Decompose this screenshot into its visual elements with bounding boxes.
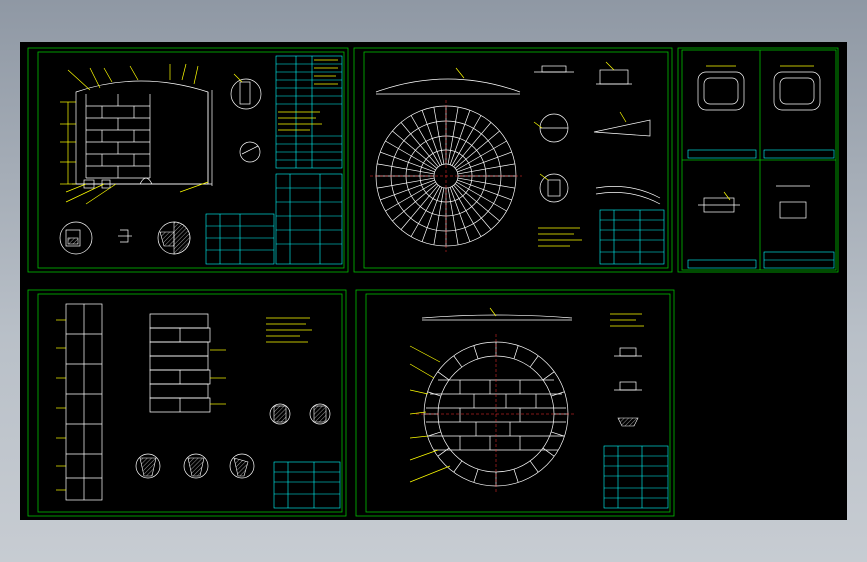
roof-spoke [449, 187, 471, 242]
annular-plate-joint [427, 391, 441, 397]
roof-spoke [410, 186, 441, 237]
cad-model-space[interactable] [20, 42, 847, 520]
roof-spoke [385, 181, 436, 212]
roof-spoke [377, 163, 435, 175]
annular-plate-joint [513, 345, 519, 359]
annular-plate-joint [551, 431, 565, 437]
roof-spoke [453, 184, 492, 230]
roof-spoke [421, 110, 443, 165]
roof-spoke [392, 183, 438, 222]
roof-spoke [447, 107, 459, 165]
roof-spoke [454, 183, 500, 222]
annular-plate-joint [551, 391, 565, 397]
roof-spoke [400, 122, 439, 168]
annular-plate-joint [453, 355, 463, 368]
roof-spoke [449, 110, 471, 165]
roof-spoke [451, 186, 482, 237]
annular-plate-joint [427, 431, 441, 437]
bottom-plan-sheet[interactable] [355, 289, 675, 517]
annular-plate-joint [473, 469, 479, 483]
roof-spoke [433, 187, 445, 245]
roof-spoke [433, 107, 445, 165]
annular-plate-joint [453, 460, 463, 473]
table-rows [276, 63, 342, 161]
roof-spoke [457, 179, 512, 201]
roof-spoke [451, 115, 482, 166]
tank-elevation-sheet[interactable] [27, 47, 349, 273]
roof-spoke [457, 177, 515, 189]
roof-spoke [447, 187, 459, 245]
roof-plate-layout [370, 100, 522, 252]
roof-spoke [410, 115, 441, 166]
roof-spoke [421, 187, 443, 242]
annular-plate-joint [473, 345, 479, 359]
annular-plate-joint [437, 447, 450, 457]
manhole-details-sheet[interactable] [677, 47, 839, 273]
roof-spoke [457, 151, 512, 173]
roof-spoke [380, 151, 435, 173]
roof-spoke [392, 130, 438, 169]
roof-spoke [456, 181, 507, 212]
annular-plate-joint [529, 460, 539, 473]
roof-spoke [377, 177, 435, 189]
drawing-layer [27, 47, 839, 517]
annular-plate-joint [542, 371, 555, 381]
roof-spoke [385, 140, 436, 171]
roof-spoke [457, 163, 515, 175]
annular-plate-joint [513, 469, 519, 483]
roof-plan-sheet[interactable] [353, 47, 673, 273]
annular-plate-joint [529, 355, 539, 368]
annular-plate-joint [542, 447, 555, 457]
roof-spoke [380, 179, 435, 201]
annular-plate-joint [437, 371, 450, 381]
roof-spoke [400, 184, 439, 230]
roof-spoke [456, 140, 507, 171]
roof-spoke [453, 122, 492, 168]
roof-spoke [454, 130, 500, 169]
shell-development-sheet[interactable] [27, 289, 347, 517]
